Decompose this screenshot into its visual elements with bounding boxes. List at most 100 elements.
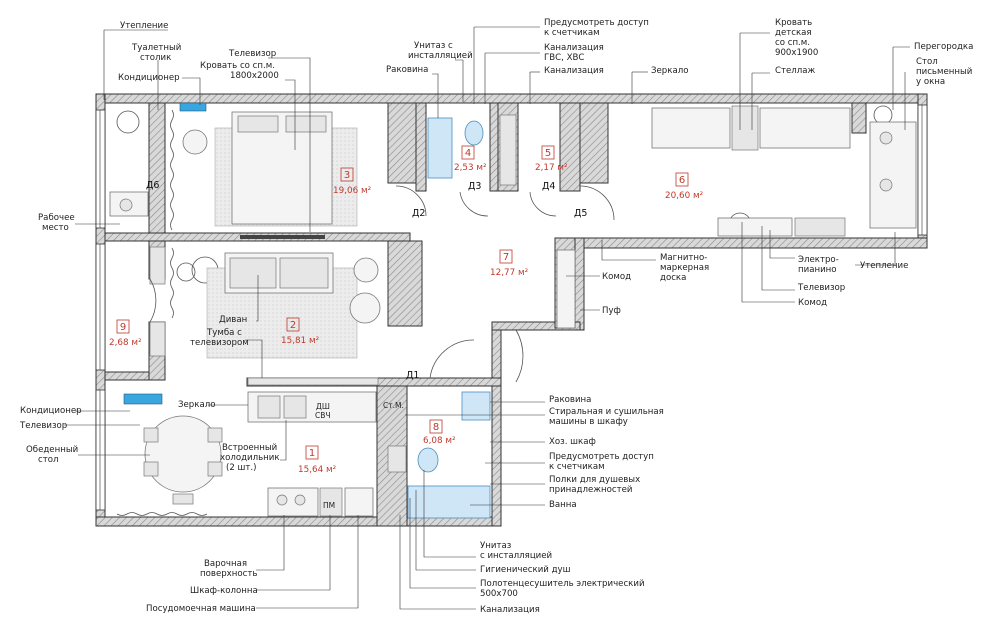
svg-text:12,77 м²: 12,77 м²: [490, 268, 528, 278]
label-desk-1: Стол: [916, 57, 938, 67]
svg-text:ПМ: ПМ: [323, 501, 335, 510]
room-labels: 1 15,64 м² 2 15,81 м² 3 19,06 м² 4 2,53 …: [109, 145, 703, 475]
room-1: 1 15,64 м²: [298, 445, 336, 475]
svg-text:6: 6: [679, 175, 685, 186]
label-bed-kids-2: детская: [775, 28, 812, 38]
svg-text:ДШ: ДШ: [316, 402, 330, 411]
room-4: 4 2,53 м²: [454, 145, 487, 173]
svg-text:15,81 м²: 15,81 м²: [281, 336, 319, 346]
label-toilet-top-1: Унитаз с: [414, 41, 453, 51]
label-utility: Хоз. шкаф: [549, 437, 596, 447]
label-toilet-top-2: инсталляцией: [408, 51, 473, 61]
label-meter-top-2: к счетчикам: [544, 28, 600, 38]
svg-text:6,08 м²: 6,08 м²: [423, 436, 456, 446]
label-sewer-water-1: Канализация: [544, 43, 604, 53]
label-sewer-water-2: ГВС, ХВС: [544, 53, 584, 63]
label-bed-kids-4: 900х1900: [775, 48, 818, 58]
label-bath: Ванна: [549, 500, 577, 510]
svg-text:5: 5: [545, 148, 551, 159]
label-dresser-kids: Комод: [798, 298, 827, 308]
door-label-d5: Д5: [574, 208, 587, 219]
label-e-piano-2: пианино: [798, 265, 837, 275]
label-shower-shelves-1: Полки для душевых: [549, 475, 640, 485]
room-8: 8 6,08 м²: [423, 419, 456, 446]
door-label-d3: Д3: [468, 181, 481, 192]
door-label-d4: Д4: [542, 181, 555, 192]
windows: [95, 104, 928, 511]
furniture: [109, 102, 917, 519]
label-bed-double-1: Кровать со сп.м.: [200, 61, 275, 71]
label-desk-3: у окна: [916, 77, 945, 87]
door-label-d6: Д6: [146, 180, 159, 191]
label-hob-2: поверхность: [200, 569, 257, 579]
svg-text:1: 1: [309, 448, 315, 459]
label-workplace-2: место: [42, 223, 69, 233]
label-bed-kids-3: со сп.м.: [775, 38, 810, 48]
svg-text:2,53 м²: 2,53 м²: [454, 163, 487, 173]
svg-text:4: 4: [465, 148, 471, 159]
label-sewer-top: Канализация: [544, 66, 604, 76]
label-desk-2: письменный: [916, 67, 972, 77]
leader-lines: [64, 26, 910, 610]
label-workplace-1: Рабочее: [38, 213, 75, 223]
label-towel-1: Полотенцесушитель электрический: [480, 579, 645, 589]
room-2: 2 15,81 м²: [281, 317, 319, 346]
svg-text:7: 7: [503, 252, 509, 263]
label-bed-double-2: 1800х2000: [230, 71, 279, 81]
svg-text:20,60 м²: 20,60 м²: [665, 191, 703, 201]
label-pouf: Пуф: [602, 306, 621, 316]
svg-text:3: 3: [344, 170, 350, 181]
label-magnet-board-3: доска: [660, 273, 686, 283]
svg-text:9: 9: [120, 322, 126, 333]
label-magnet-board-1: Магнитно-: [660, 253, 707, 263]
label-magnet-board-2: маркерная: [660, 263, 709, 273]
svg-text:2,68 м²: 2,68 м²: [109, 338, 142, 348]
door-label-d2: Д2: [412, 208, 425, 219]
label-conditioner-top: Кондиционер: [118, 73, 180, 83]
svg-text:15,64 м²: 15,64 м²: [298, 465, 336, 475]
svg-text:СВЧ: СВЧ: [315, 411, 331, 420]
label-toilet-table-2: столик: [140, 53, 171, 63]
label-insulation-right: Утепление: [860, 261, 908, 271]
label-towel-2: 500х700: [480, 589, 518, 599]
svg-text:19,06 м²: 19,06 м²: [333, 186, 371, 196]
label-mirror-top: Зеркало: [651, 66, 688, 76]
label-dining-1: Обеденный: [26, 445, 78, 455]
label-fridge-2: холодильник: [220, 453, 280, 463]
label-tv-stand-2: телевизором: [190, 338, 249, 348]
label-hob-1: Варочная: [204, 559, 247, 569]
doors: [149, 185, 615, 383]
label-meter-bottom-2: к счетчикам: [549, 462, 605, 472]
label-dishwasher: Посудомоечная машина: [146, 604, 256, 614]
svg-text:2,17 м²: 2,17 м²: [535, 163, 568, 173]
label-fridge-3: (2 шт.): [226, 463, 257, 473]
label-meter-top-1: Предусмотреть доступ: [544, 18, 649, 28]
label-dresser-hall: Комод: [602, 272, 631, 282]
svg-text:Ст.М.: Ст.М.: [383, 401, 404, 410]
label-insulation-left: Утепление: [120, 21, 168, 31]
label-e-piano-1: Электро-: [798, 255, 839, 265]
label-washing-2: машины в шкафу: [549, 417, 628, 427]
fixture-codes: ДШ СВЧ Ст.М. ПМ: [315, 401, 404, 510]
door-label-d1: Д1: [406, 370, 419, 381]
label-oven-col: Шкаф-колонна: [190, 586, 258, 596]
label-sewer-bottom: Канализация: [480, 605, 540, 615]
label-toilet-bottom-2: с инсталляцией: [480, 551, 552, 561]
label-washing-1: Стиральная и сушильная: [549, 407, 664, 417]
label-toilet-bottom-1: Унитаз: [480, 541, 512, 551]
label-meter-bottom-1: Предусмотреть доступ: [549, 452, 654, 462]
label-shower-shelves-2: принадлежностей: [549, 485, 633, 495]
svg-text:2: 2: [290, 320, 296, 331]
room-9: 9 2,68 м²: [109, 319, 142, 348]
label-tv-kids: Телевизор: [797, 283, 845, 293]
label-tv-top: Телевизор: [228, 49, 276, 59]
label-sink-top: Раковина: [386, 65, 428, 75]
annotations: Утепление Туалетный столик Кондиционер Т…: [19, 18, 973, 615]
label-partition: Перегородка: [914, 42, 973, 52]
label-toilet-table-1: Туалетный: [131, 43, 181, 53]
door-labels: Д1 Д2 Д3 Д4 Д5 Д6: [146, 180, 587, 381]
label-hyg-shower: Гигиенический душ: [480, 565, 571, 575]
label-conditioner-left: Кондиционер: [20, 406, 82, 416]
label-mirror-mid: Зеркало: [178, 400, 215, 410]
